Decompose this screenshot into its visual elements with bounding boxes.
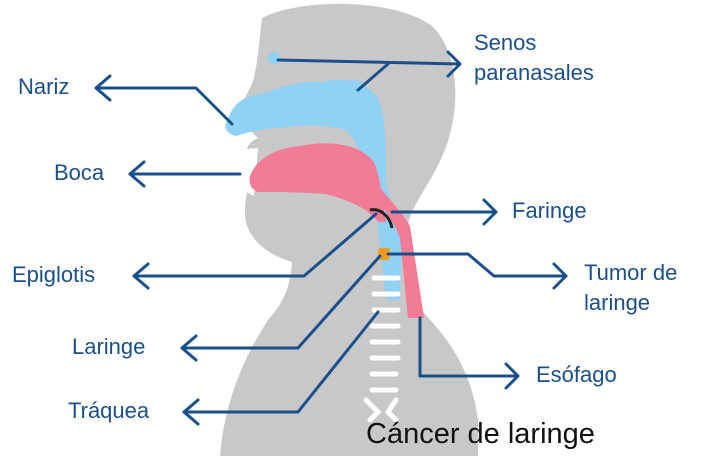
label-tumor-line2: laringe: [584, 290, 650, 316]
label-laringe: Laringe: [72, 334, 145, 360]
label-tumor-line1: Tumor de: [584, 260, 677, 286]
head-neck-silhouette: [220, 4, 478, 456]
label-nariz: Nariz: [18, 74, 69, 100]
nariz-callout-line: [96, 88, 232, 124]
label-senos-line1: Senos: [474, 30, 536, 56]
label-faringe: Faringe: [512, 198, 587, 224]
label-traquea: Tráquea: [68, 398, 149, 424]
frontal-sinus: [268, 52, 280, 64]
label-esofago: Esófago: [536, 362, 617, 388]
label-boca: Boca: [54, 160, 104, 186]
diagram-caption: Cáncer de laringe: [366, 418, 595, 451]
label-senos-line2: paranasales: [474, 60, 594, 86]
label-epiglotis: Epiglotis: [12, 262, 95, 288]
